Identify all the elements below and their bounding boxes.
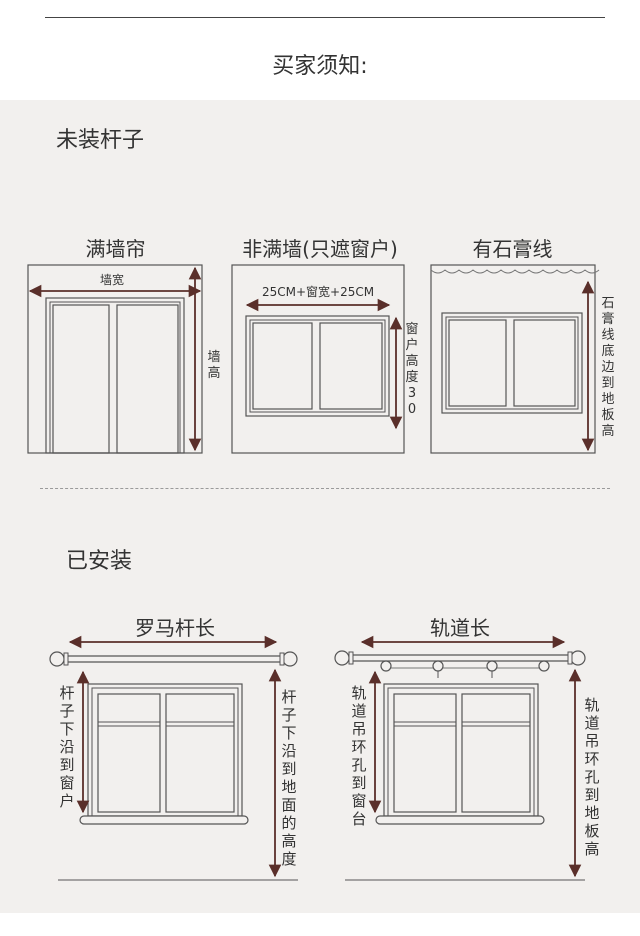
plaster-height-label: 石膏线底边到地板高 [601,296,615,439]
content-panel [0,100,640,913]
wall-height-label: 墙高 [207,350,221,381]
wall-width-label: 墙宽 [100,273,125,287]
diagram-title-plaster-line: 有石膏线 [472,237,553,261]
page-title: 买家须知: [272,54,368,79]
window-height-label: 窗户高度30 [405,322,419,417]
window-width-label: 25CM+窗宽+25CM [262,285,375,299]
diagram-title-full-wall: 满墙帘 [85,237,146,261]
section-divider [40,488,610,489]
diagram-title-window-only: 非满墙(只遮窗户) [242,237,398,261]
rod-to-window-label: 杆子下沿到窗户 [59,684,75,810]
track-to-floor-label: 轨道吊环孔到地板高 [584,696,600,858]
track-to-sill-label: 轨道吊环孔到窗台 [351,684,367,828]
section-heading-installed: 已安装 [66,549,133,574]
top-divider [45,17,605,18]
section-heading-not-installed: 未装杆子 [56,128,145,153]
rod-to-floor-label: 杆子下沿到地面的高度 [281,688,297,868]
